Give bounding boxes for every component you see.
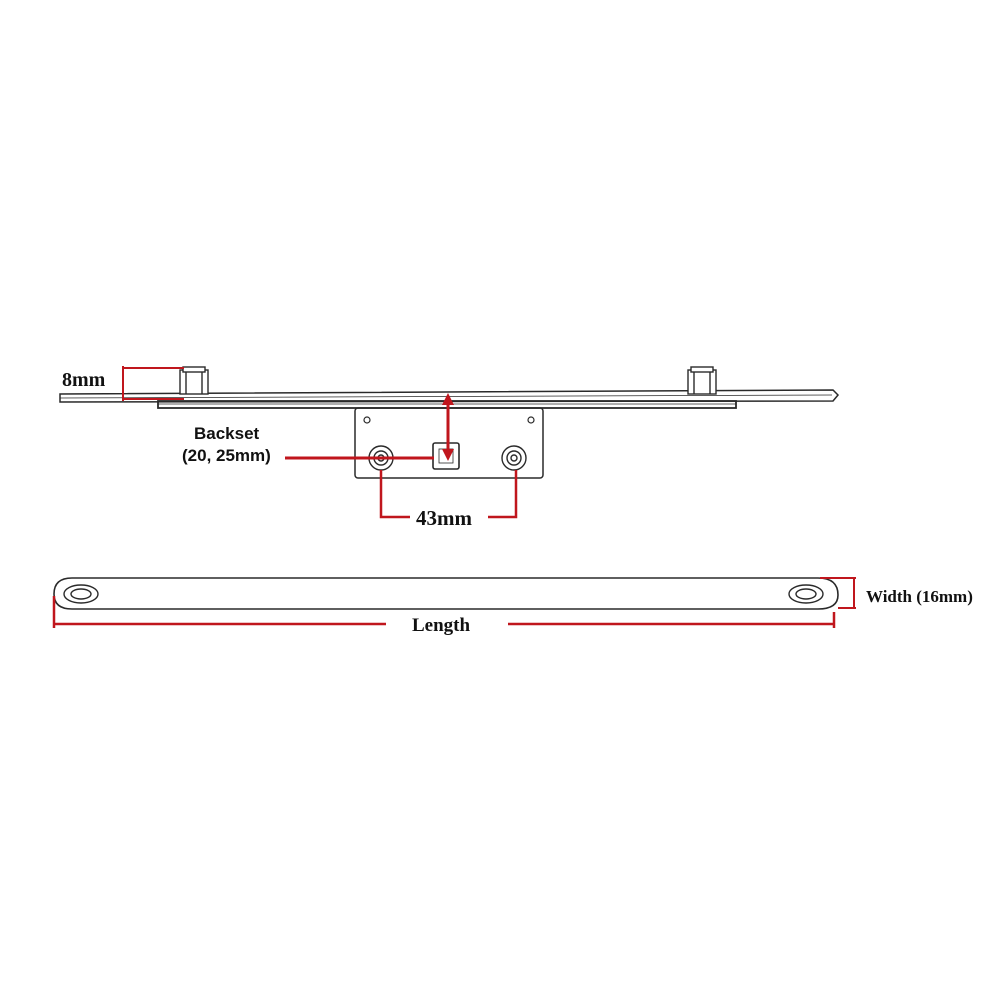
left-stud <box>179 366 209 395</box>
dimension-backset <box>285 393 454 461</box>
length-label: Length <box>412 615 471 636</box>
bar-outline <box>53 577 839 610</box>
spindle-square <box>432 442 460 470</box>
connecting-bar <box>53 577 839 610</box>
bar-left-hole <box>63 584 99 604</box>
backset-title: Backset <box>194 424 260 443</box>
dimension-43mm <box>379 470 518 519</box>
width-label: Width (16mm) <box>866 587 973 606</box>
dimension-length <box>52 596 836 628</box>
backset-values: (20, 25mm) <box>182 446 271 465</box>
dimension-width <box>820 577 856 609</box>
bar-right-hole <box>788 584 824 604</box>
right-boss <box>501 445 527 471</box>
height-label: 8mm <box>62 369 106 391</box>
right-stud <box>687 366 717 395</box>
dimension-8mm <box>122 366 184 401</box>
centres-label: 43mm <box>416 506 472 530</box>
